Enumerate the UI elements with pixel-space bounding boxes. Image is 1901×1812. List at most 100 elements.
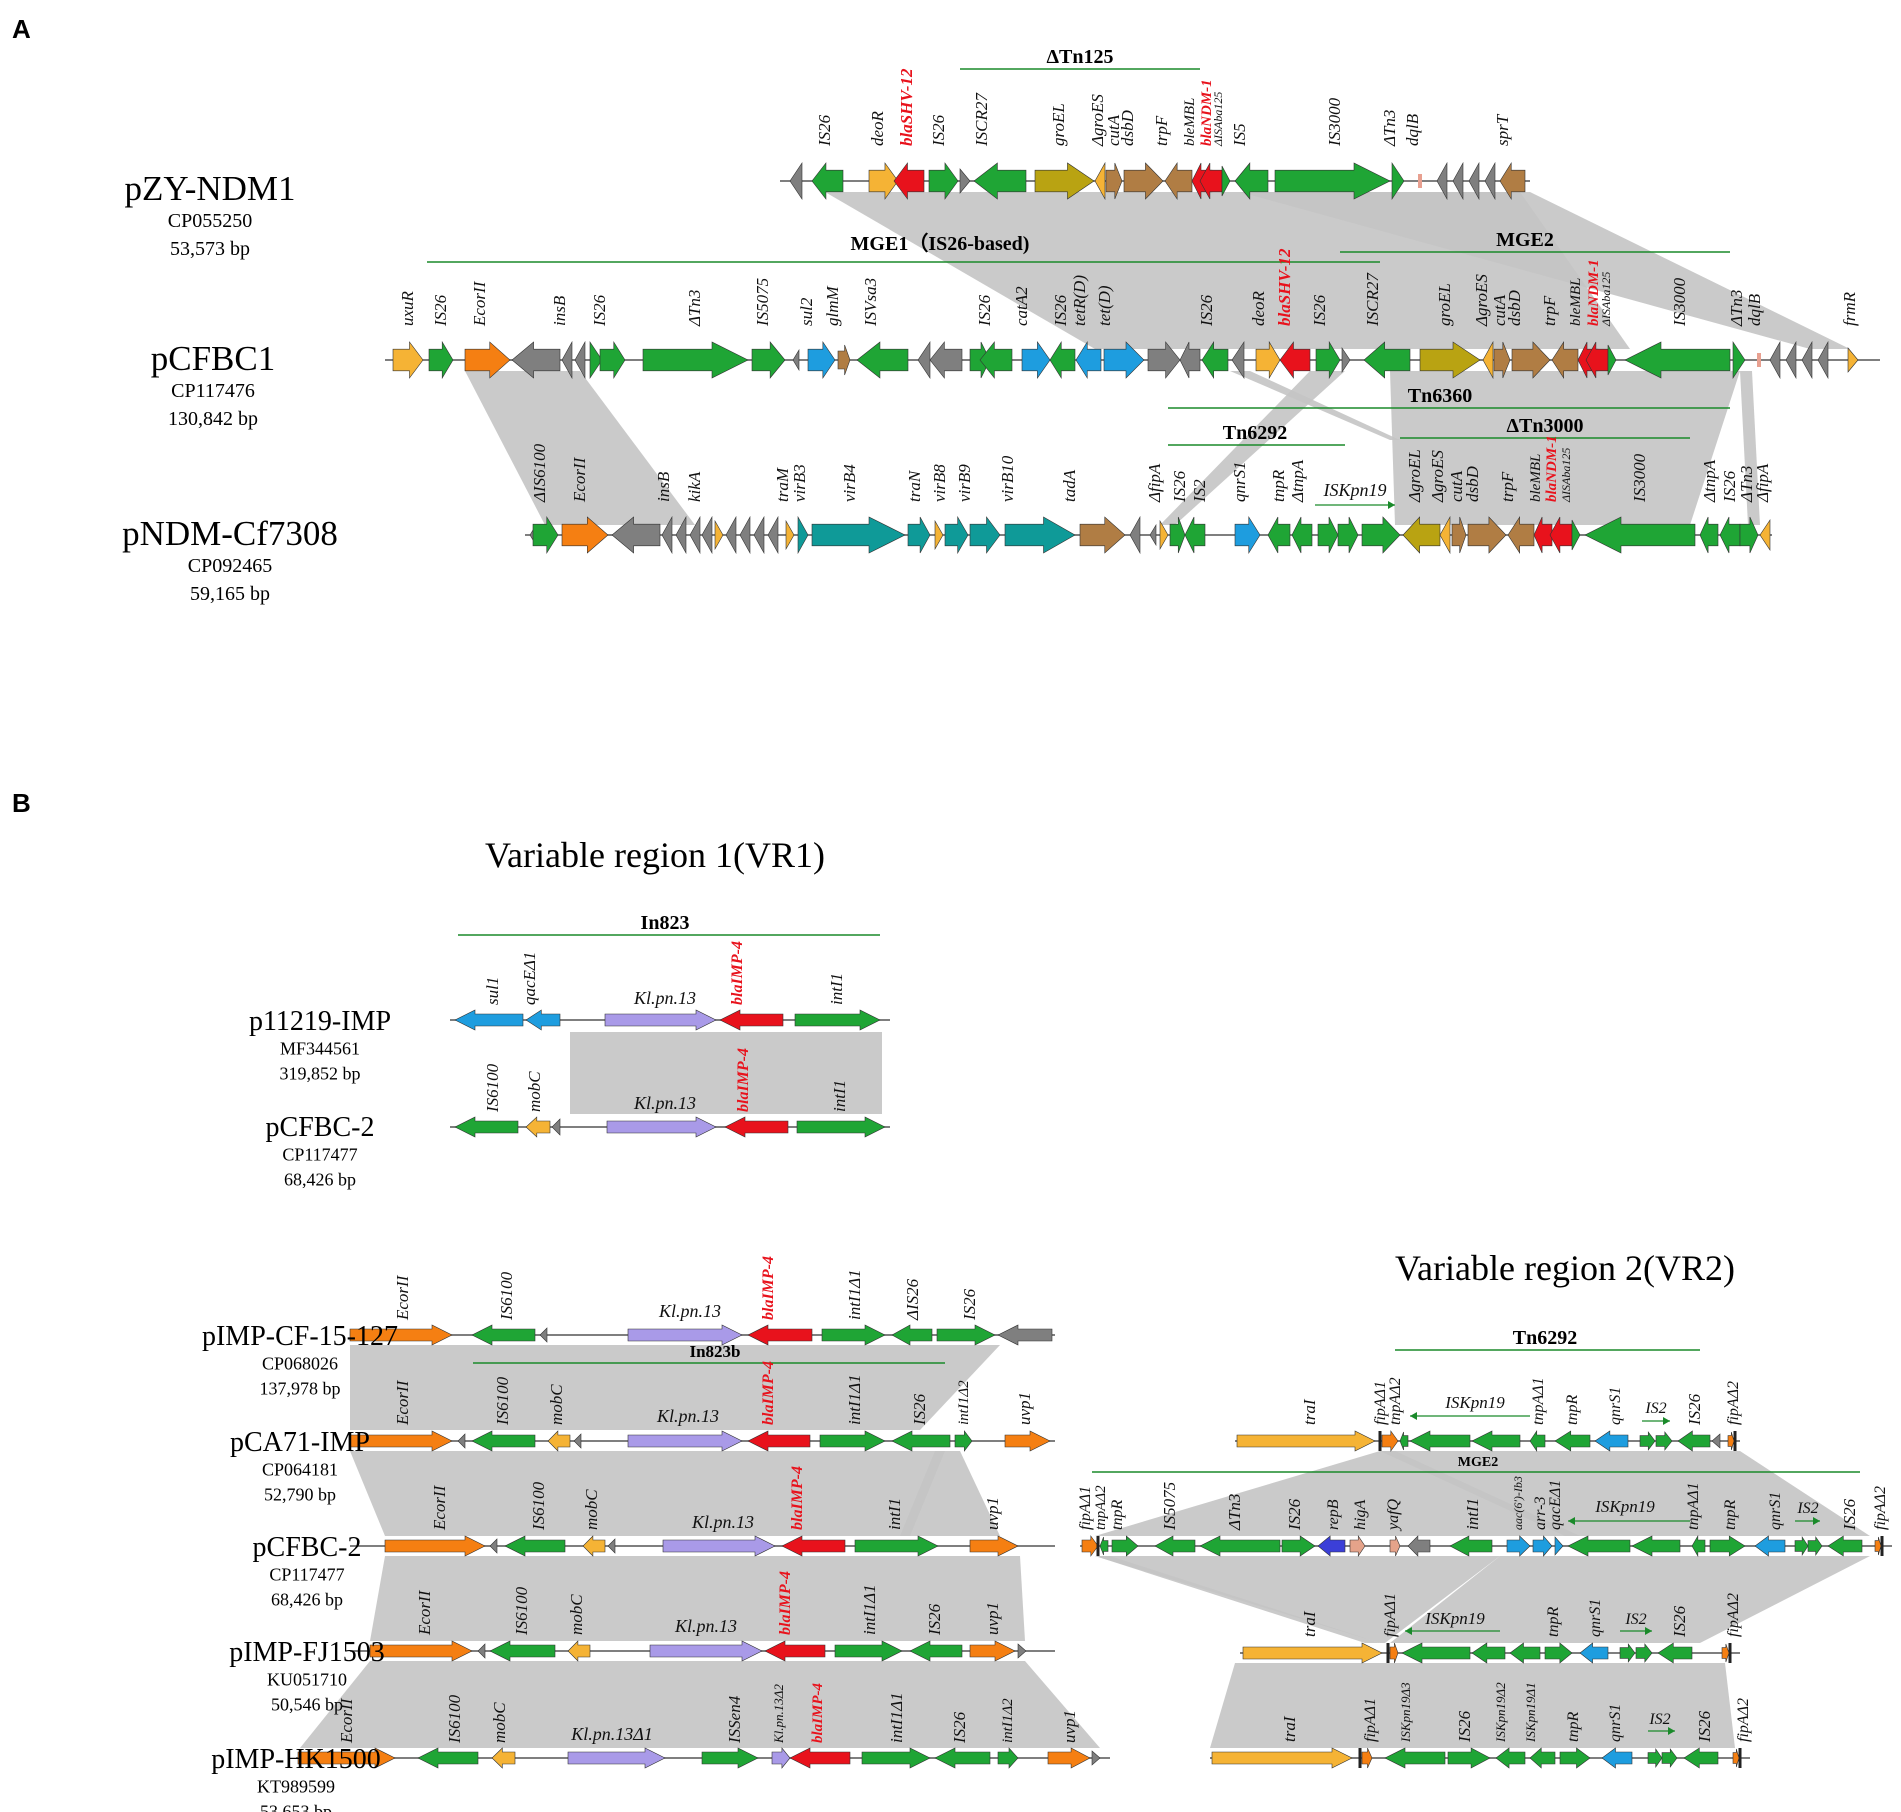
gene-label: virB9: [955, 464, 974, 502]
boundary-marker: [1880, 1536, 1884, 1556]
plasmid-size: 137,978 bp: [260, 1379, 341, 1399]
gene-arrow: [297, 1747, 396, 1769]
plasmid-accession: CP068026: [262, 1353, 338, 1373]
homology-region: [350, 1345, 1000, 1430]
gene-fragment: [539, 1327, 548, 1343]
gene-arrow: [893, 162, 925, 200]
gene-arrow: [719, 1009, 784, 1031]
gene-label: IS26: [910, 1393, 929, 1426]
gene-label: IS26: [960, 1288, 979, 1321]
gene-fragment: [959, 168, 971, 194]
gene-label: qnrS1: [1767, 1492, 1784, 1530]
gene-arrow: [1389, 1642, 1399, 1664]
gene-label: ΔTn3: [1225, 1494, 1244, 1531]
gene-arrow: [1509, 1642, 1541, 1664]
gene-arrow: [547, 1430, 571, 1452]
gene-fragment: [785, 519, 795, 551]
gene-label: ΔTn3: [1380, 110, 1399, 147]
gene-fragment: [1129, 515, 1141, 555]
gene-arrow: [567, 1747, 666, 1769]
gene-label: ΔgroES: [1428, 450, 1447, 503]
gene-fragment: [917, 341, 931, 379]
gene-arrow: [796, 1116, 886, 1138]
gene-arrow: [1236, 1430, 1376, 1452]
gene-fragment: [1452, 161, 1464, 201]
gene-label: intI1: [1463, 1498, 1482, 1530]
gene-fragment: [1484, 161, 1496, 201]
gene-label: IS26: [1455, 1710, 1474, 1743]
gene-arrow: [1317, 1535, 1346, 1557]
gene-label: sprT: [1493, 113, 1512, 146]
plasmid-size: 68,426 bp: [284, 1170, 356, 1190]
gene-label: IS26: [1051, 294, 1070, 327]
gene-label: intI1: [885, 1498, 904, 1530]
gene-arrow: [489, 1640, 556, 1662]
gene-arrow: [1419, 341, 1481, 379]
gene-label: IS2: [1624, 1611, 1646, 1628]
gene-fragment: [739, 515, 751, 555]
gene-arrow: [1585, 341, 1609, 379]
gene-label: trpF: [1540, 295, 1559, 326]
gene-arrow: [1594, 1430, 1629, 1452]
gene-label: blaIMP-4: [760, 1361, 777, 1425]
panel-letter-b: B: [12, 788, 31, 818]
gene-label: cutA: [1490, 294, 1509, 326]
gene-fragment: [1159, 519, 1169, 551]
plasmid-size: 53,653 bp: [260, 1802, 332, 1812]
homology-region: [1210, 1663, 1735, 1748]
gene-arrow: [1639, 1431, 1656, 1451]
gene-label: IS26: [1197, 294, 1216, 327]
gene-label: fipAΔ1: [1382, 1593, 1399, 1637]
homology-region: [900, 1451, 945, 1536]
gene-label: IS26: [590, 294, 609, 327]
gene-label: blaIMP-4: [729, 941, 746, 1005]
gene-arrow: [349, 1430, 453, 1452]
gene-arrow: [1291, 516, 1313, 554]
gene-fragment: [792, 348, 800, 372]
gene-arrow: [1683, 1747, 1719, 1769]
gene-label: Kl.pn.13: [674, 1616, 737, 1636]
gene-label: fipAΔ1: [1077, 1486, 1094, 1530]
gene-arrow: [1105, 162, 1123, 200]
gene-label: blaNDM-1: [1586, 259, 1602, 326]
gene-arrow: [1691, 1534, 1706, 1558]
gene-label: dsbD: [1118, 109, 1137, 146]
gene-label: IS3000: [1325, 97, 1344, 147]
gene-label: intI1Δ1: [860, 1584, 879, 1635]
gene-arrow: [1164, 162, 1193, 200]
gene-label: bleMBL: [1568, 278, 1584, 326]
homology-region: [350, 1451, 1000, 1536]
gene-arrow: [511, 341, 561, 379]
gene-arrow: [532, 515, 559, 555]
gene-fragment: [725, 515, 737, 555]
gene-arrow: [1794, 1535, 1809, 1557]
gene-label: uvp1: [983, 1602, 1002, 1635]
gene-label: IS26: [1840, 1498, 1859, 1531]
plasmid-name: pIMP-HK1500: [211, 1744, 381, 1775]
gene-arrow: [747, 1324, 813, 1346]
boundary-marker: [1096, 1536, 1100, 1556]
gene-arrow: [582, 1535, 606, 1557]
gene-arrow: [861, 1747, 931, 1769]
gene-label: trpF: [1498, 471, 1517, 502]
gene-fragment: [1759, 519, 1771, 551]
gene-label: dsbD: [1463, 465, 1482, 502]
gene-label: IS6100: [512, 1586, 531, 1636]
gene-label: blaNDM-1: [1199, 79, 1215, 146]
gene-label: IS3000: [1630, 453, 1649, 503]
plasmid-size: 59,165 bp: [190, 583, 270, 605]
gene-label: ISKpn19Δ2: [1493, 1682, 1508, 1743]
gene-arrow: [1199, 162, 1223, 200]
boundary-marker: [1358, 1748, 1362, 1768]
homology-region: [300, 1661, 1100, 1748]
gene-arrow: [1255, 340, 1281, 380]
gene-label: intI1: [830, 1080, 849, 1112]
gene-label: fipAΔ2: [1725, 1381, 1742, 1425]
gene-arrow: [1363, 341, 1411, 379]
gene-arrow: [525, 1116, 551, 1138]
gene-label: ΔIS26: [903, 1278, 922, 1321]
gene-arrow: [525, 1009, 561, 1031]
gene-arrow: [1199, 1535, 1281, 1557]
gene-arrow: [834, 1640, 903, 1662]
homology-region: [465, 371, 695, 525]
